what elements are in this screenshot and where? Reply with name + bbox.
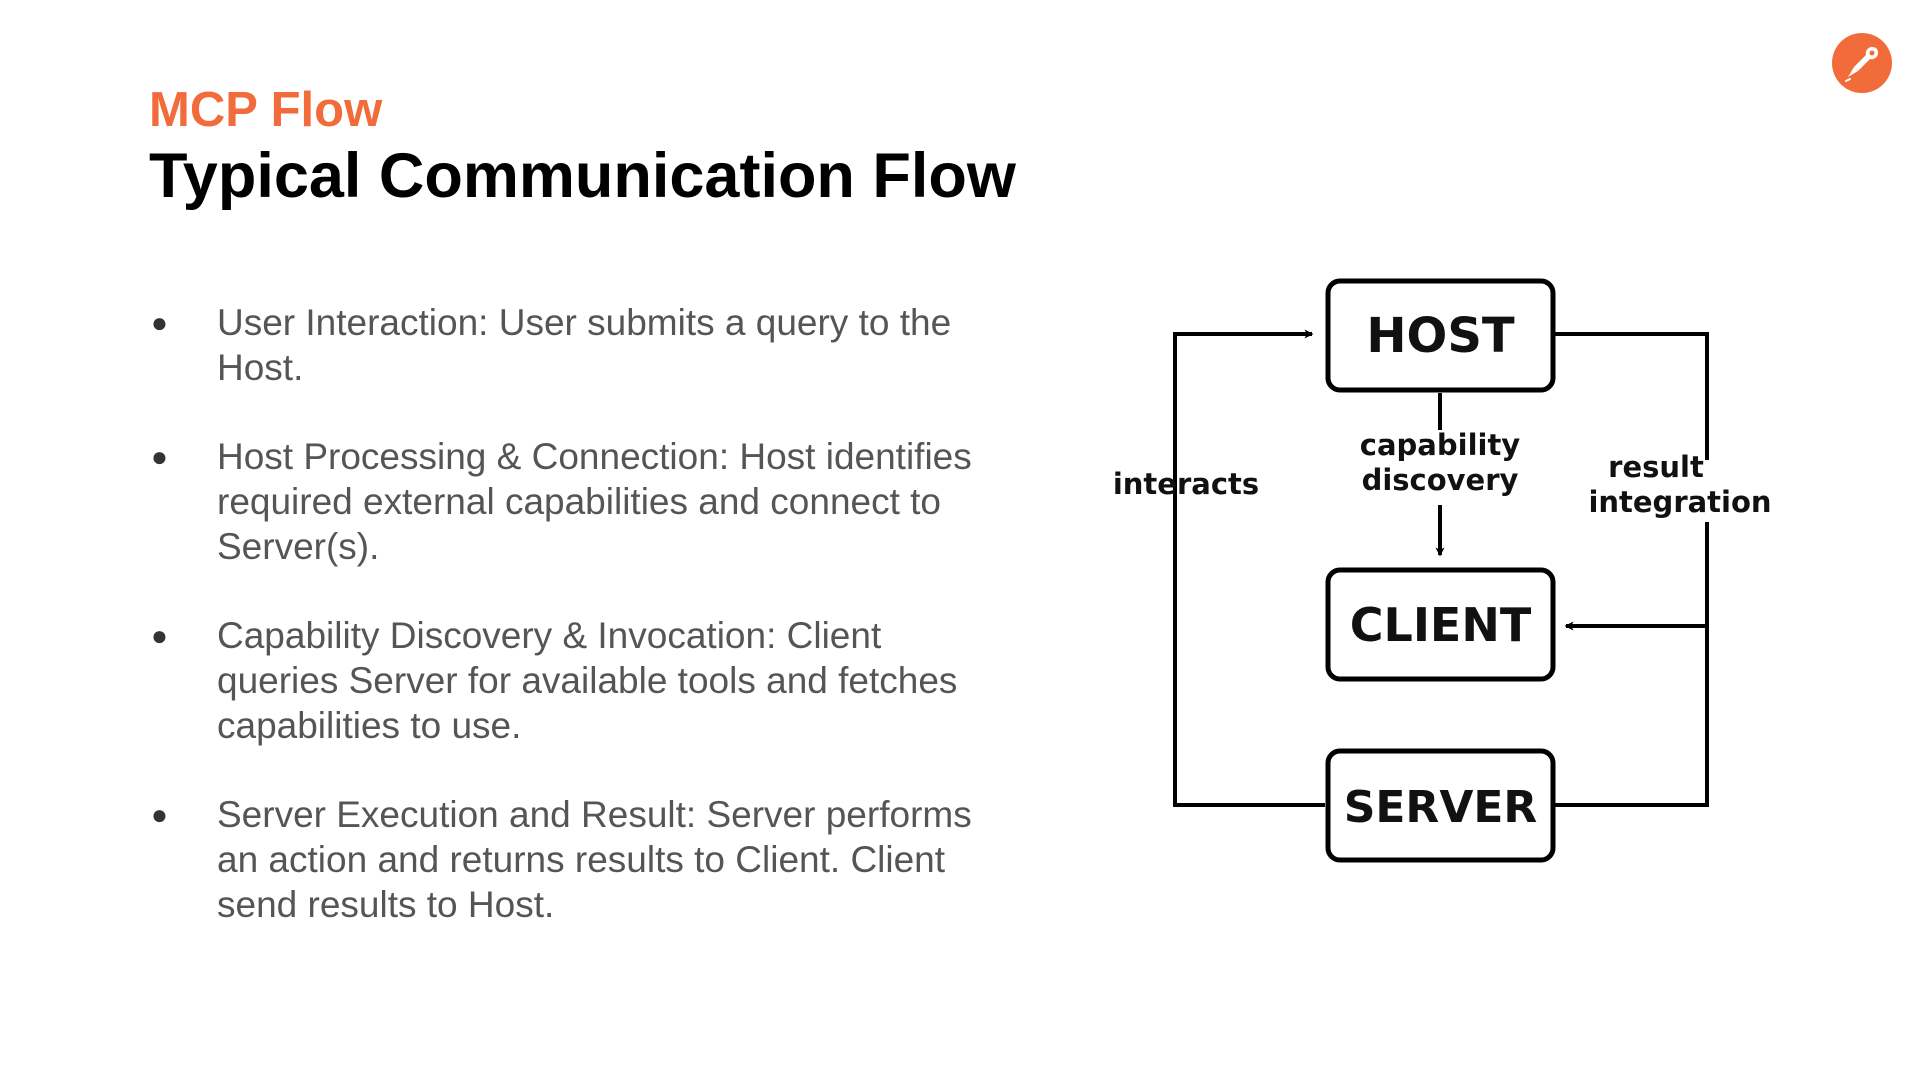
flow-diagram: HOST CLIENT SERVER interacts capability … (1113, 278, 1772, 863)
bullet-item: ● Host Processing & Connection: Host ide… (149, 434, 1009, 569)
node-host-label: HOST (1366, 308, 1515, 364)
bullet-item: ● Server Execution and Result: Server pe… (149, 792, 1009, 927)
bullet-item: ● Capability Discovery & Invocation: Cli… (149, 613, 1009, 748)
edge-result-bottom (1553, 522, 1709, 807)
node-client-label: CLIENT (1350, 598, 1532, 652)
slide-kicker: MCP Flow (149, 83, 383, 137)
node-server: SERVER (1325, 748, 1556, 863)
node-host: HOST (1325, 278, 1556, 393)
node-server-label: SERVER (1344, 782, 1538, 833)
bullet-list: ● User Interaction: User submits a query… (149, 300, 1009, 971)
bullet-text: Capability Discovery & Invocation: Clien… (217, 615, 958, 746)
edge-label-result-line1: result (1608, 450, 1704, 484)
slide-title: Typical Communication Flow (149, 141, 1016, 211)
edge-label-result-line2: integration (1588, 485, 1771, 519)
connector-lines (1173, 329, 1709, 807)
node-client: CLIENT (1325, 567, 1556, 682)
edge-label-capability-line1: capability (1360, 428, 1521, 462)
bullet-item: ● User Interaction: User submits a query… (149, 300, 1009, 390)
bullet-marker: ● (151, 799, 168, 830)
edge-label-interacts: interacts (1113, 467, 1259, 501)
bullet-marker: ● (151, 307, 168, 338)
edge-interacts (1173, 329, 1325, 807)
bullet-marker: ● (151, 620, 168, 651)
edge-label-capability-line2: discovery (1362, 463, 1519, 497)
bullet-text: User Interaction: User submits a query t… (217, 302, 952, 388)
bullet-text: Host Processing & Connection: Host ident… (217, 436, 972, 567)
bullet-text: Server Execution and Result: Server perf… (217, 794, 972, 925)
postman-rocket-icon (1832, 33, 1892, 93)
edge-result-top (1553, 332, 1709, 460)
bullet-marker: ● (151, 441, 168, 472)
